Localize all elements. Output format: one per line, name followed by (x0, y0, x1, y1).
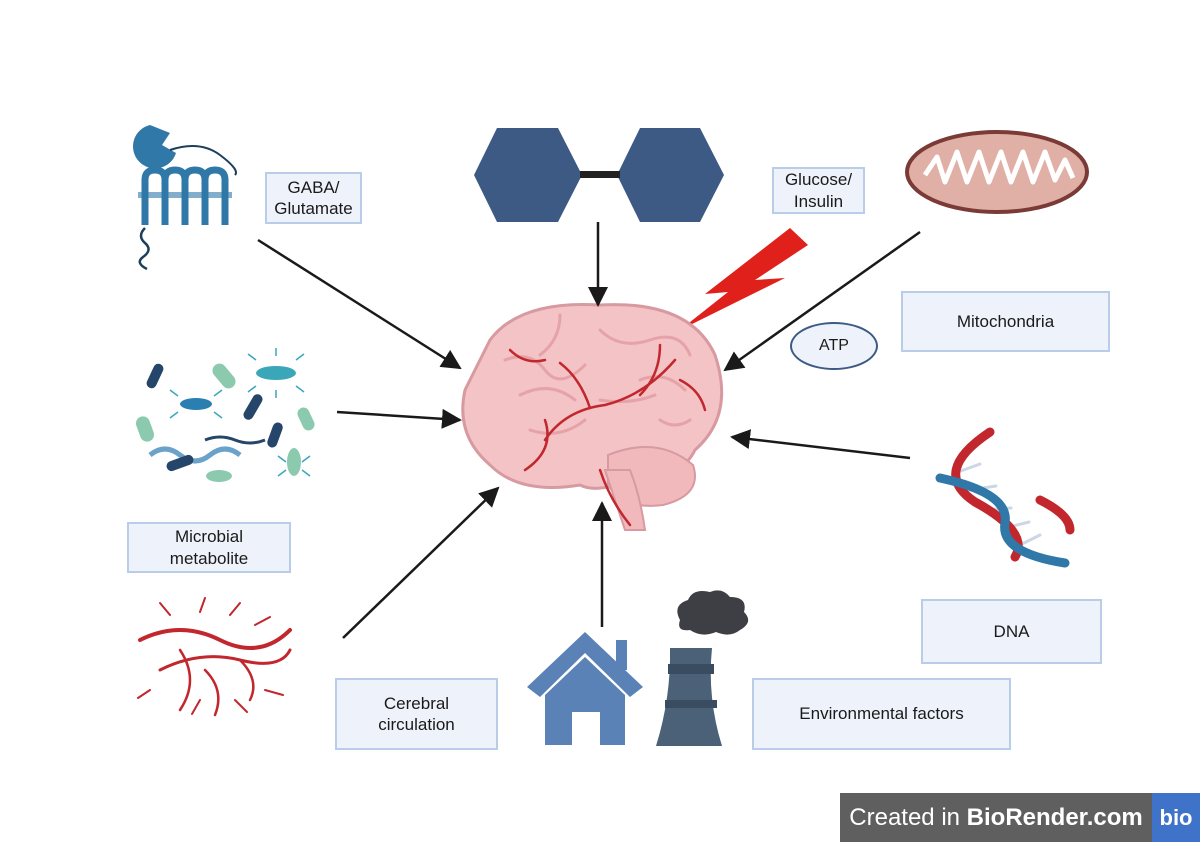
arrow-microbial-to-brain (336, 408, 462, 429)
factory-icon (656, 590, 749, 746)
arrows (257, 222, 921, 639)
microbial-metabolite-label: Microbial metabolite (127, 522, 291, 573)
arrow-mitochondria-to-brain (723, 230, 921, 372)
arrow-cerebral-to-brain (342, 486, 500, 639)
gaba-glutamate-label: GABA/ Glutamate (265, 172, 362, 224)
house-icon (527, 632, 643, 745)
mitochondria-label: Mitochondria (901, 291, 1110, 352)
glucose-insulin-label: Glucose/ Insulin (772, 167, 865, 214)
gpcr-receptor-icon (133, 125, 237, 271)
badge-brand: BioRender.com (966, 803, 1143, 831)
atp-label: ATP (790, 322, 878, 370)
biorender-badge-text: Created in BioRender.com (840, 793, 1152, 842)
lightning-icon (680, 228, 808, 330)
arrow-dna-to-brain (730, 429, 911, 460)
bacteria-cluster-icon (135, 348, 315, 482)
mitochondria-icon (905, 130, 1089, 214)
environmental-factors-label: Environmental factors (752, 678, 1011, 750)
badge-prefix: Created in (849, 803, 960, 831)
dna-helix-icon (935, 427, 1075, 568)
cerebral-circulation-label: Cerebral circulation (335, 678, 498, 750)
dna-label: DNA (921, 599, 1102, 664)
arrow-gaba-to-brain (257, 238, 462, 370)
glucose-insulin-molecule-icon (474, 128, 724, 222)
biorender-badge: Created in BioRender.com bio (840, 793, 1200, 842)
biorender-logo: bio (1152, 793, 1200, 842)
brain-icon (461, 302, 724, 531)
blood-vessels-icon (137, 597, 292, 717)
